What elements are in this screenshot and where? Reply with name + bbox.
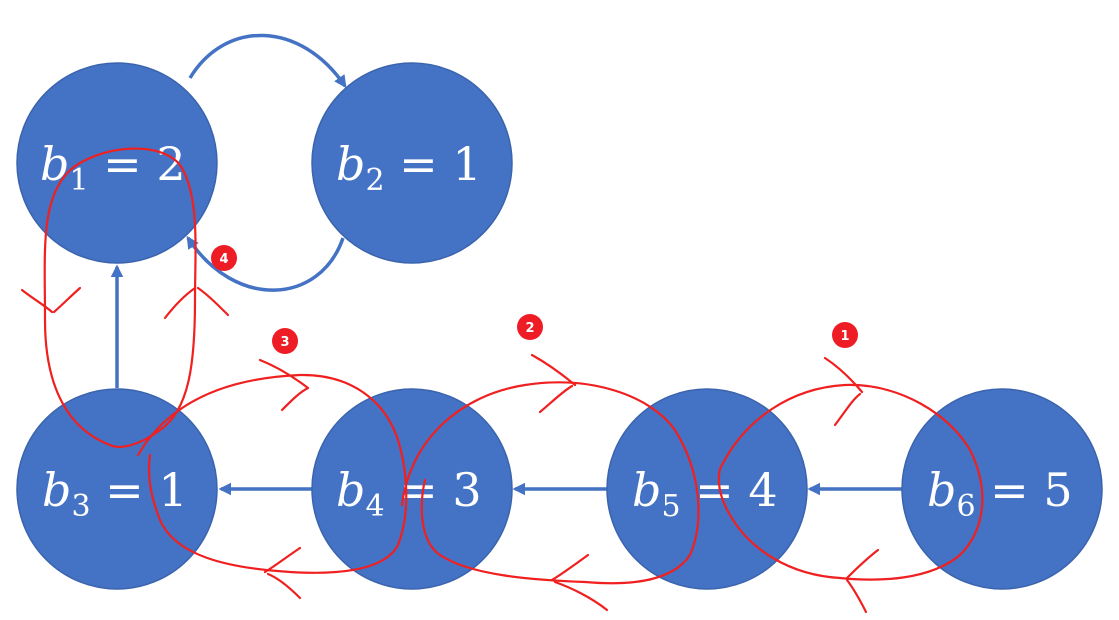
edge-b2-b1 xyxy=(186,235,345,292)
node-b2-var: b xyxy=(336,137,365,191)
badge-4: 4 xyxy=(211,245,237,271)
node-b4: b4 = 3 xyxy=(311,388,513,590)
svg-text:b6 = 5: b6 = 5 xyxy=(927,463,1073,524)
node-b3-sub: 3 xyxy=(71,489,90,524)
node-b5-eq: = 4 xyxy=(681,463,778,517)
node-b4-var: b xyxy=(336,463,365,517)
red-loop-1 xyxy=(717,383,984,581)
node-b3: b3 = 1 xyxy=(16,388,218,590)
node-b2: b2 = 1 xyxy=(311,62,513,264)
badge-2: 2 xyxy=(517,314,543,340)
red-arrow-2-top xyxy=(530,353,577,414)
badge-1-label: 1 xyxy=(840,329,849,344)
badge-3: 3 xyxy=(272,328,298,354)
red-loop-2 xyxy=(400,381,700,585)
node-b3-var: b xyxy=(42,463,71,517)
badge-4-label: 4 xyxy=(219,252,228,267)
svg-text:b1 = 2: b1 = 2 xyxy=(40,137,186,198)
node-b4-sub: 4 xyxy=(365,489,384,524)
red-arrow-4-right xyxy=(163,286,230,320)
red-arrow-1-top xyxy=(823,356,864,427)
node-b5-var: b xyxy=(632,463,661,517)
node-b5: b5 = 4 xyxy=(606,388,808,590)
red-loop-3 xyxy=(136,373,408,574)
node-b4-eq: = 3 xyxy=(385,463,482,517)
node-b6-eq: = 5 xyxy=(976,463,1073,517)
node-b6-sub: 6 xyxy=(956,489,975,524)
edges xyxy=(110,33,902,496)
node-b6-var: b xyxy=(927,463,956,517)
node-b1-var: b xyxy=(40,137,69,191)
red-arrow-2-bottom xyxy=(550,553,609,612)
red-loop-4 xyxy=(43,147,197,448)
node-b2-sub: 2 xyxy=(365,163,384,198)
svg-text:b5 = 4: b5 = 4 xyxy=(632,463,778,524)
svg-text:b2 = 1: b2 = 1 xyxy=(336,137,482,198)
node-b5-sub: 5 xyxy=(661,489,680,524)
node-b6: b6 = 5 xyxy=(901,388,1103,590)
svg-text:b3 = 1: b3 = 1 xyxy=(42,463,188,524)
red-arrow-3-top xyxy=(258,358,310,412)
red-annotations xyxy=(20,147,984,614)
badge-1: 1 xyxy=(832,322,858,348)
red-arrow-3-bottom xyxy=(263,546,302,600)
node-b1-eq: = 2 xyxy=(89,137,186,191)
svg-text:b4 = 3: b4 = 3 xyxy=(336,463,482,524)
badge-2-label: 2 xyxy=(525,321,534,336)
node-b3-eq: = 1 xyxy=(91,463,188,517)
badge-3-label: 3 xyxy=(280,335,289,350)
red-arrow-4-left xyxy=(20,286,82,314)
edge-b1-b2 xyxy=(188,33,347,89)
node-b2-eq: = 1 xyxy=(385,137,482,191)
node-b1: b1 = 2 xyxy=(16,62,218,264)
node-b1-sub: 1 xyxy=(69,163,88,198)
red-arrow-1-bottom xyxy=(845,548,880,614)
